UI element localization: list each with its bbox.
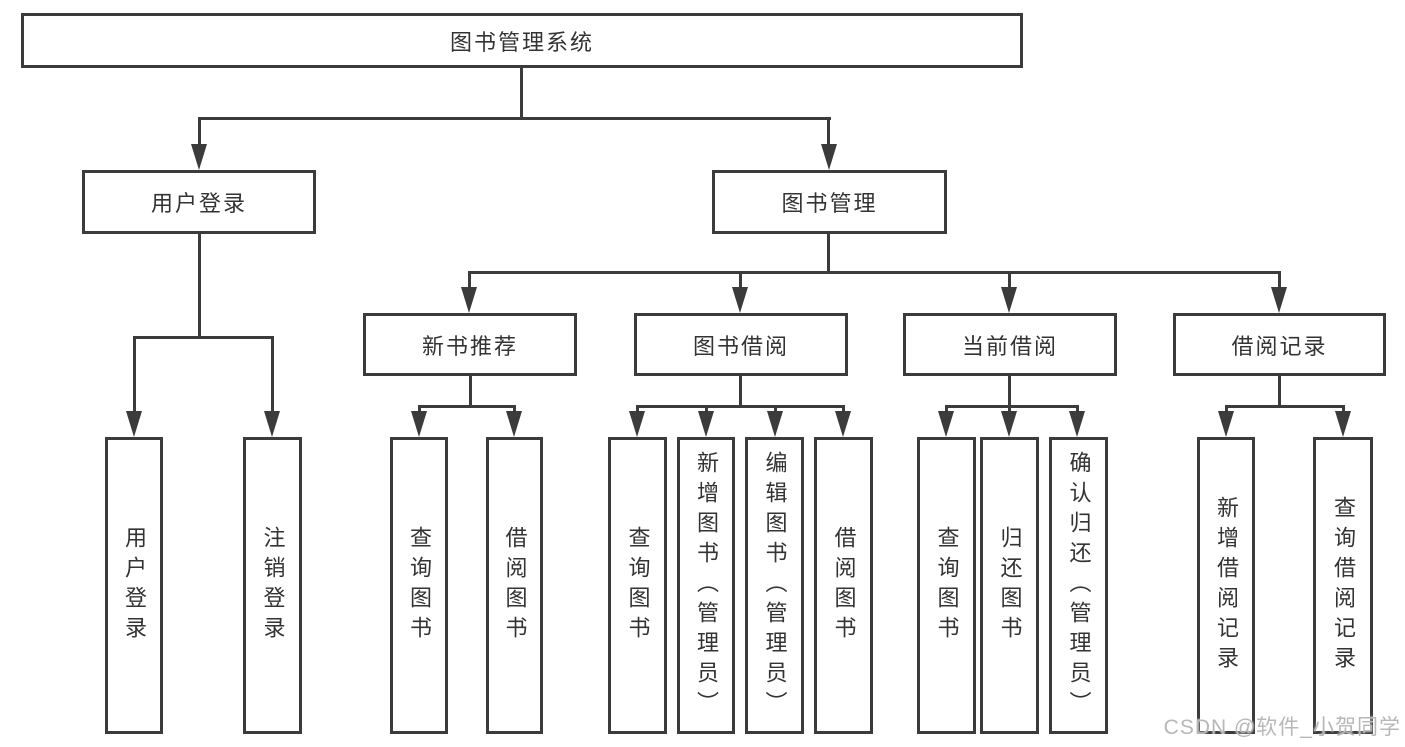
connector-line — [198, 117, 831, 120]
leaf-query-books-current: 查询图书 — [917, 437, 976, 734]
arrow-down-icon — [835, 411, 851, 437]
connector-line — [271, 336, 274, 413]
connector-line — [636, 405, 639, 413]
leaf-query-books-recommend: 查询图书 — [390, 437, 448, 734]
arrow-down-icon — [1271, 287, 1287, 313]
node-label: 新书推荐 — [421, 333, 518, 359]
connector-line — [945, 405, 1079, 408]
node-book-borrowing: 图书借阅 — [634, 313, 848, 376]
connector-line — [1342, 405, 1345, 413]
leaf-logout: 注销登录 — [243, 437, 302, 734]
connector-line — [1225, 405, 1228, 413]
leaf-query-borrow-record: 查询借阅记录 — [1313, 437, 1373, 734]
node-label: 确认归还（管理员） — [1066, 450, 1092, 721]
node-borrowing-records: 借阅记录 — [1173, 313, 1386, 376]
connector-line — [945, 405, 948, 413]
connector-line — [468, 271, 471, 287]
node-root-library-management-system: 图书管理系统 — [21, 13, 1023, 68]
node-label: 查询图书 — [625, 525, 651, 646]
node-user-login: 用户登录 — [82, 170, 316, 234]
arrow-down-icon — [264, 411, 280, 437]
leaf-borrow-books-recommend: 借阅图书 — [486, 437, 543, 734]
arrow-down-icon — [938, 411, 954, 437]
connector-line — [705, 405, 708, 413]
node-label: 图书管理 — [781, 191, 878, 216]
node-label: 查询图书 — [407, 525, 432, 646]
leaf-add-borrow-record: 新增借阅记录 — [1197, 437, 1255, 734]
node-label: 用户登录 — [150, 191, 247, 216]
node-new-book-recommendation: 新书推荐 — [363, 313, 577, 376]
arrow-down-icon — [1069, 411, 1085, 437]
connector-line — [842, 405, 845, 413]
arrow-down-icon — [191, 144, 207, 170]
arrow-down-icon — [461, 287, 477, 313]
node-label: 借阅记录 — [1231, 333, 1328, 359]
connector-line — [469, 376, 472, 405]
connector-line — [133, 336, 274, 339]
leaf-confirm-return-admin: 确认归还（管理员） — [1049, 437, 1108, 734]
node-label: 新增图书（管理员） — [694, 450, 719, 721]
connector-line — [636, 405, 845, 408]
arrow-down-icon — [732, 287, 748, 313]
arrow-down-icon — [821, 144, 837, 170]
connector-line — [513, 405, 516, 413]
node-label: 查询图书 — [934, 525, 960, 646]
node-current-borrowing: 当前借阅 — [903, 313, 1117, 376]
connector-line — [1008, 271, 1011, 287]
node-label: 注销登录 — [260, 525, 286, 646]
leaf-borrow-books: 借阅图书 — [814, 437, 873, 734]
arrow-down-icon — [411, 411, 427, 437]
node-book-management: 图书管理 — [712, 170, 947, 234]
arrow-down-icon — [1001, 287, 1017, 313]
connector-line — [827, 117, 830, 146]
connector-line — [468, 271, 1281, 274]
node-label: 用户登录 — [122, 525, 147, 646]
arrow-down-icon — [126, 411, 142, 437]
arrow-down-icon — [1335, 411, 1351, 437]
node-label: 图书借阅 — [692, 333, 789, 359]
connector-line — [1278, 376, 1281, 405]
leaf-edit-books-admin: 编辑图书（管理员） — [745, 437, 804, 734]
leaf-query-books-borrowing: 查询图书 — [608, 437, 667, 734]
connector-line — [133, 336, 136, 413]
leaf-add-books-admin: 新增图书（管理员） — [677, 437, 735, 734]
connector-line — [1008, 376, 1011, 405]
connector-line — [827, 234, 830, 271]
arrow-down-icon — [1001, 411, 1017, 437]
node-label: 当前借阅 — [961, 333, 1058, 359]
connector-line — [739, 271, 742, 287]
node-label: 图书管理系统 — [449, 29, 594, 55]
arrow-down-icon — [506, 411, 522, 437]
connector-line — [1225, 405, 1344, 408]
node-label: 借阅图书 — [502, 525, 528, 646]
node-label: 查询借阅记录 — [1331, 495, 1356, 676]
arrow-down-icon — [767, 411, 783, 437]
leaf-user-login: 用户登录 — [105, 437, 163, 734]
connector-line — [198, 117, 201, 146]
connector-line — [1278, 271, 1281, 287]
connector-line — [774, 405, 777, 413]
node-label: 归还图书 — [997, 525, 1023, 646]
node-label: 借阅图书 — [831, 525, 857, 646]
arrow-down-icon — [629, 411, 645, 437]
connector-line — [1076, 405, 1079, 413]
connector-line — [418, 405, 421, 413]
connector-line — [198, 234, 201, 336]
arrow-down-icon — [698, 411, 714, 437]
connector-line — [418, 405, 516, 408]
leaf-return-books: 归还图书 — [980, 437, 1039, 734]
connector-line — [739, 376, 742, 405]
arrow-down-icon — [1218, 411, 1234, 437]
connector-line — [1008, 405, 1011, 413]
csdn-watermark: CSDN @软件_小贺同学 — [1163, 716, 1401, 739]
node-label: 新增借阅记录 — [1214, 495, 1239, 676]
connector-line — [520, 68, 523, 117]
node-label: 编辑图书（管理员） — [762, 450, 788, 721]
